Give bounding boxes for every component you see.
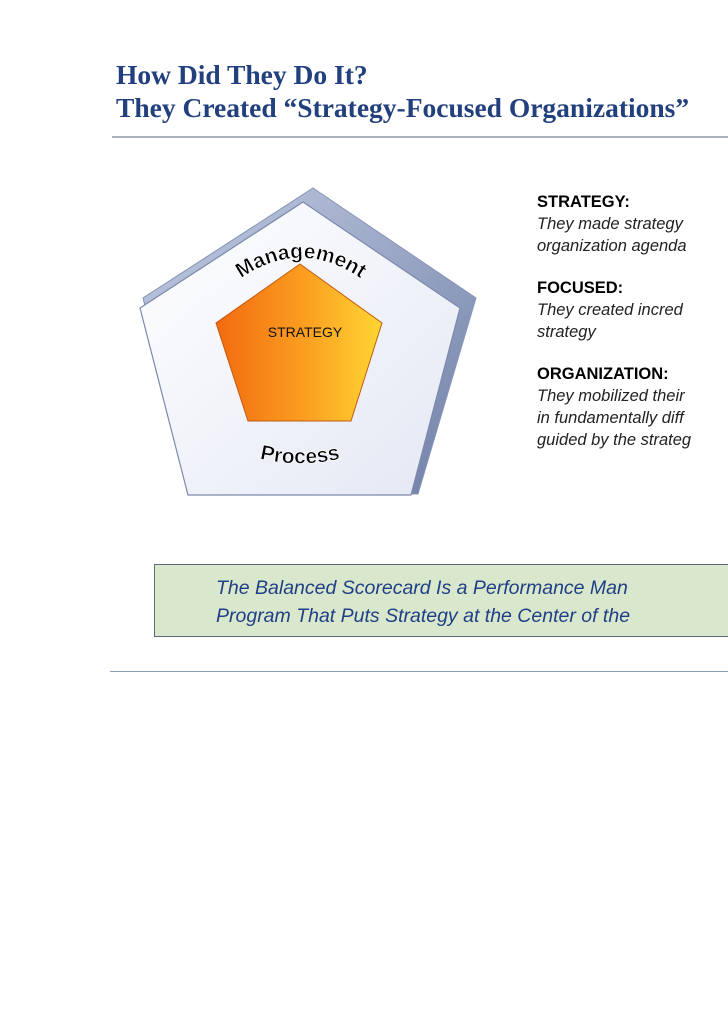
definitions-list: STRATEGY: They made strategy organizatio… — [537, 191, 691, 451]
banner-line-1: The Balanced Scorecard Is a Performance … — [216, 577, 628, 599]
bottom-divider — [110, 671, 728, 672]
definition-strategy: STRATEGY: They made strategy organizatio… — [537, 191, 691, 257]
process-label: Process — [259, 441, 342, 468]
term-focused: FOCUSED: — [537, 279, 624, 297]
desc-strategy-line1: They made strategy — [537, 215, 683, 233]
definition-organization: ORGANIZATION: They mobilized their in fu… — [537, 363, 691, 451]
strategy-core-label: STRATEGY — [268, 324, 343, 340]
strategy-pentagon-diagram: Management Process STRATEGY — [128, 182, 488, 512]
strategy-core-pentagon — [215, 263, 383, 422]
definition-focused: FOCUSED: They created incred strategy — [537, 277, 691, 343]
desc-organization-line3: guided by the strateg — [537, 431, 692, 449]
banner-line-2: Program That Puts Strategy at the Center… — [216, 605, 631, 627]
banner-text: The Balanced Scorecard Is a Performance … — [216, 574, 630, 630]
pentagon-graphic: Management Process STRATEGY — [139, 187, 477, 496]
slide-title: How Did They Do It? They Created “Strate… — [116, 58, 689, 124]
term-strategy: STRATEGY: — [537, 193, 630, 211]
desc-organization-line1: They mobilized their — [537, 387, 685, 405]
desc-strategy-line2: organization agenda — [537, 237, 687, 255]
title-divider — [112, 136, 728, 138]
desc-focused-line2: strategy — [537, 323, 596, 341]
desc-focused-line1: They created incred — [537, 301, 683, 319]
title-line-2: They Created “Strategy-Focused Organizat… — [116, 92, 690, 123]
term-organization: ORGANIZATION: — [537, 365, 669, 383]
title-line-1: How Did They Do It? — [116, 59, 368, 90]
desc-organization-line2: in fundamentally diff — [537, 409, 684, 427]
balanced-scorecard-banner: The Balanced Scorecard Is a Performance … — [154, 564, 728, 637]
